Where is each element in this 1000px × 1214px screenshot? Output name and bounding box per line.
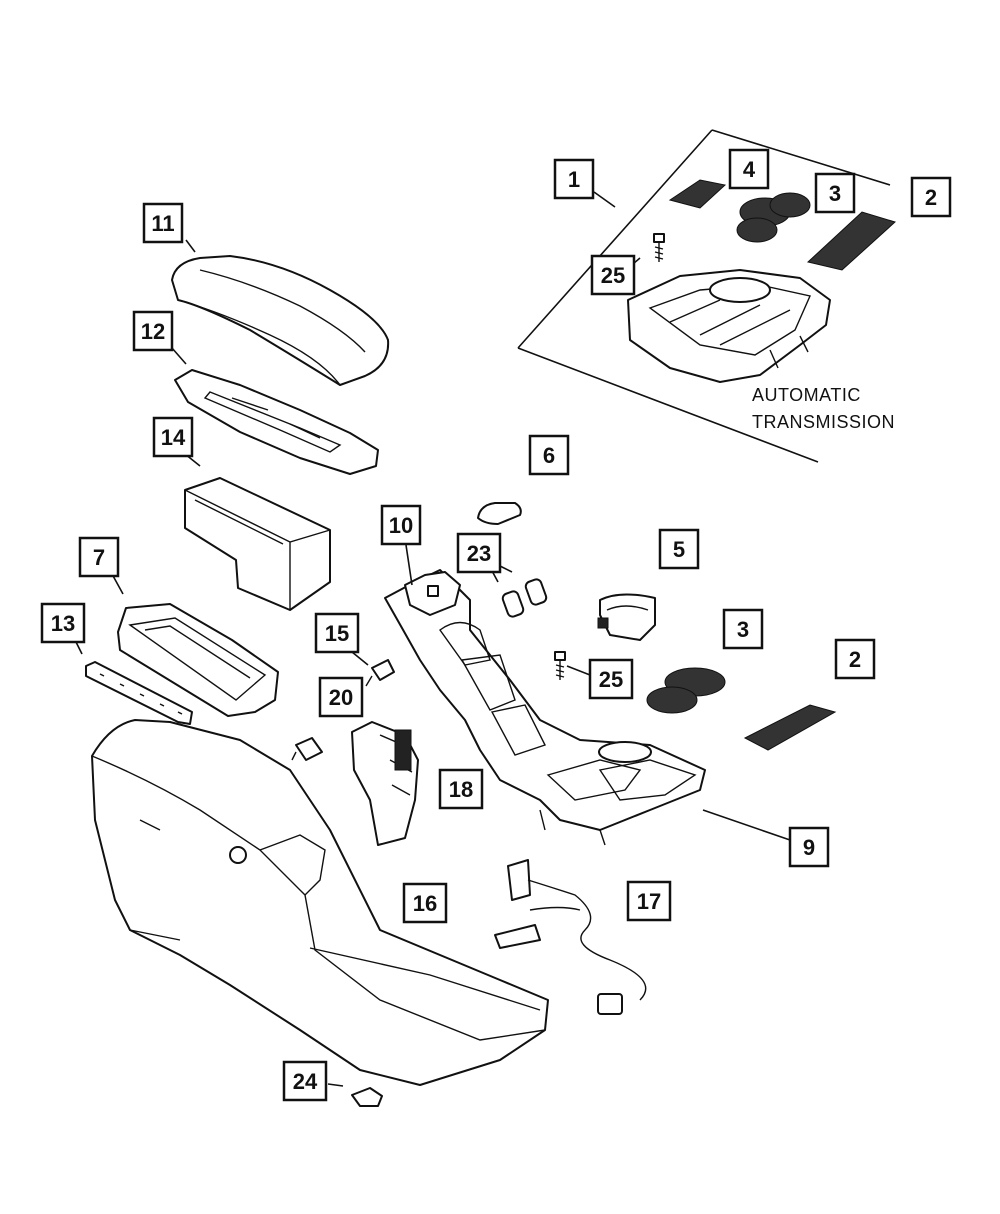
part-18-bracket	[351, 721, 419, 846]
part-25-screw-upper	[653, 233, 665, 262]
part-16-console-body	[91, 719, 549, 1086]
part-4-cover	[668, 179, 727, 209]
callout-12: 12	[132, 310, 174, 352]
part-15-switch	[365, 659, 395, 687]
part-1-shifter-bezel	[627, 269, 831, 383]
svg-text:14: 14	[161, 425, 186, 450]
part-13-bracket	[85, 661, 193, 725]
callout-11: 11	[142, 202, 184, 244]
callout-20: 20	[318, 676, 364, 718]
svg-text:1: 1	[568, 167, 580, 192]
callout-2-lower: 2	[834, 638, 876, 680]
svg-text:16: 16	[413, 891, 437, 916]
automatic-transmission-inset: AUTOMATIC TRANSMISSION	[517, 129, 896, 463]
svg-text:2: 2	[925, 185, 937, 210]
part-24-clip	[351, 1087, 383, 1107]
svg-text:13: 13	[51, 611, 75, 636]
callout-2-upper: 2	[910, 176, 952, 218]
callout-24: 24	[282, 1060, 328, 1102]
callout-13: 13	[40, 602, 86, 644]
svg-text:6: 6	[543, 443, 555, 468]
inset-label-line2: TRANSMISSION	[752, 412, 895, 432]
svg-text:23: 23	[467, 541, 491, 566]
callout-3-upper: 3	[814, 172, 856, 214]
svg-text:15: 15	[325, 621, 349, 646]
callout-9: 9	[788, 826, 830, 868]
callout-17: 17	[626, 880, 672, 922]
callout-14: 14	[152, 416, 194, 458]
svg-text:7: 7	[93, 545, 105, 570]
callout-1: 1	[553, 158, 595, 200]
part-9-console-bezel	[384, 569, 706, 846]
callout-16: 16	[402, 882, 448, 924]
inset-label-line1: AUTOMATIC	[752, 385, 861, 405]
svg-text:3: 3	[737, 617, 749, 642]
part-10-console-top	[404, 571, 461, 616]
callout-23: 23	[456, 532, 502, 574]
part-25-screw-lower	[554, 651, 566, 680]
svg-text:25: 25	[599, 667, 623, 692]
part-11-armrest-lid	[171, 255, 390, 386]
part-12-lid-plate	[174, 369, 379, 475]
part-23-switches	[501, 578, 548, 618]
leader-lines	[73, 191, 791, 1087]
svg-text:25: 25	[601, 263, 625, 288]
part-6-bezel	[477, 502, 522, 525]
svg-text:18: 18	[449, 777, 473, 802]
callout-7: 7	[78, 536, 120, 578]
svg-text:4: 4	[743, 157, 756, 182]
callout-25-upper: 25	[590, 254, 636, 296]
part-7-tray	[117, 603, 279, 717]
callout-18: 18	[438, 768, 484, 810]
callout-10: 10	[380, 504, 422, 546]
svg-text:24: 24	[293, 1069, 318, 1094]
svg-text:12: 12	[141, 319, 165, 344]
part-2-trim-upper	[806, 211, 896, 271]
svg-text:5: 5	[673, 537, 685, 562]
svg-text:2: 2	[849, 647, 861, 672]
part-14-storage-bin	[184, 477, 331, 611]
part-3-cupholder-lower	[646, 667, 726, 714]
part-17-power-outlet	[494, 859, 647, 1015]
callout-4: 4	[728, 148, 770, 190]
svg-text:17: 17	[637, 889, 661, 914]
callout-3-lower: 3	[722, 608, 764, 650]
callout-5: 5	[658, 528, 700, 570]
part-5-cupholder	[597, 593, 656, 641]
svg-text:11: 11	[151, 211, 174, 236]
part-20-socket	[291, 737, 323, 761]
svg-text:3: 3	[829, 181, 841, 206]
svg-text:20: 20	[329, 685, 353, 710]
part-3-cupholder-upper	[736, 192, 811, 243]
svg-text:10: 10	[389, 513, 413, 538]
svg-text:9: 9	[803, 835, 815, 860]
callout-6: 6	[528, 434, 570, 476]
part-2-trim-lower	[743, 704, 837, 751]
callout-15: 15	[314, 612, 360, 654]
callout-25-lower: 25	[588, 658, 634, 700]
